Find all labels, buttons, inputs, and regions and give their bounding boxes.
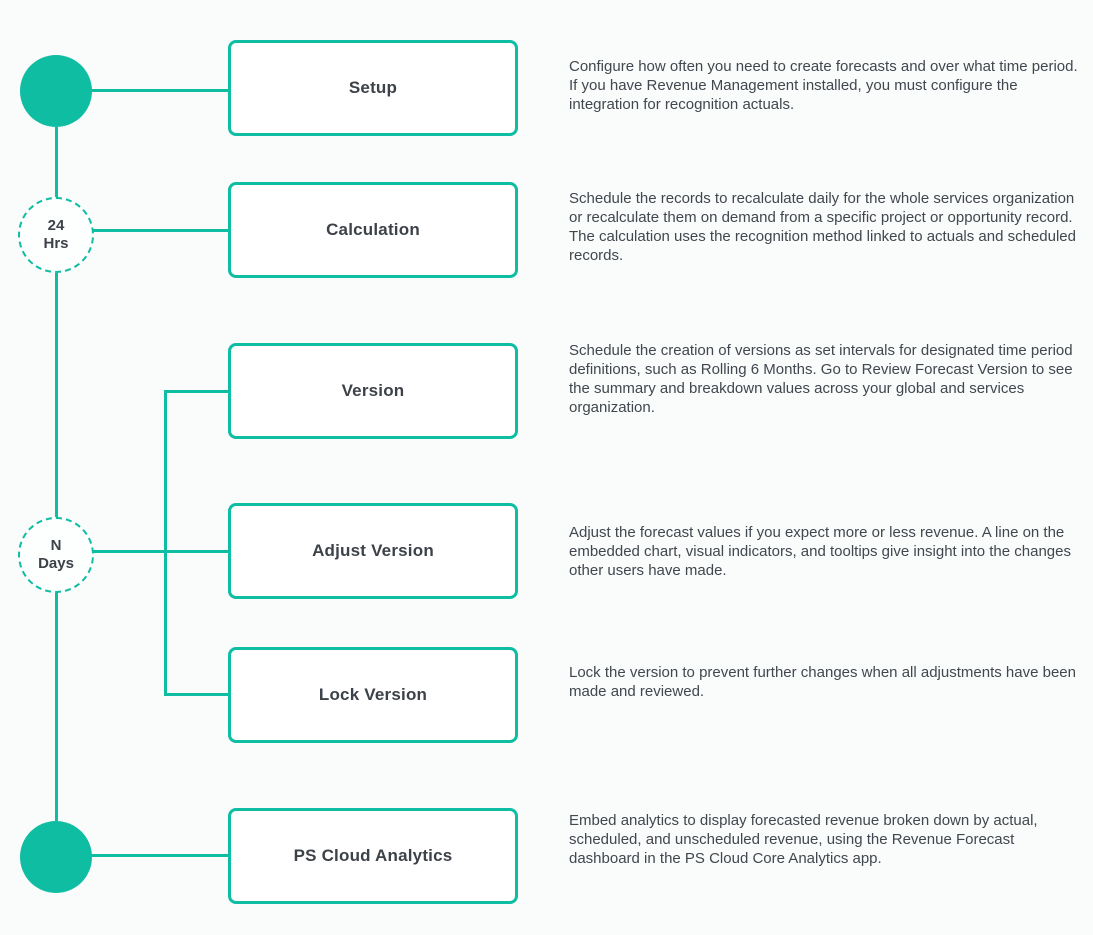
connector-to-adjust-version <box>92 550 228 553</box>
step-title: Version <box>341 381 405 400</box>
step-description-lock-version: Lock the version to prevent further chan… <box>569 664 1076 700</box>
step-box-version: Version <box>228 343 518 439</box>
step-box-ps-cloud-analytics: PS Cloud Analytics <box>228 808 518 904</box>
step-description-setup: Configure how often you need to create f… <box>569 58 1078 113</box>
step-title: Calculation <box>326 220 420 239</box>
step-description-adjust-version: Adjust the forecast values if you expect… <box>569 524 1071 579</box>
step-description-version: Schedule the creation of versions as set… <box>569 342 1073 416</box>
step-box-lock-version: Lock Version <box>228 647 518 743</box>
step-description-ps-cloud-analytics: Embed analytics to display forecasted re… <box>569 812 1038 867</box>
branch-connector-vertical <box>164 390 167 696</box>
connector-to-calculation <box>92 229 228 232</box>
timeline-ndays-node: N Days <box>18 517 94 593</box>
branch-connector-to-version <box>164 390 229 393</box>
node-label-line2: Days <box>38 555 74 572</box>
connector-to-setup <box>90 89 228 92</box>
timeline-rail-segment <box>55 592 58 821</box>
branch-connector-to-lock-version <box>164 693 229 696</box>
step-box-calculation: Calculation <box>228 182 518 278</box>
timeline-rail-segment <box>55 273 58 518</box>
step-title: Setup <box>348 78 398 97</box>
step-title: Adjust Version <box>312 541 434 560</box>
step-box-adjust-version: Adjust Version <box>228 503 518 599</box>
step-box-setup: Setup <box>228 40 518 136</box>
timeline-24hrs-node: 24 Hrs <box>18 197 94 273</box>
node-label-line1: 24 <box>47 217 65 234</box>
timeline-rail-segment <box>55 127 58 199</box>
step-title: PS Cloud Analytics <box>293 846 453 865</box>
node-label-line2: Hrs <box>43 235 69 252</box>
step-description-calculation: Schedule the records to recalculate dail… <box>569 190 1076 264</box>
timeline-start-node-icon <box>20 55 92 127</box>
step-title: Lock Version <box>318 685 428 704</box>
node-label-line1: N <box>50 537 62 554</box>
timeline-end-node-icon <box>20 821 92 893</box>
connector-to-ps-cloud-analytics <box>90 854 228 857</box>
